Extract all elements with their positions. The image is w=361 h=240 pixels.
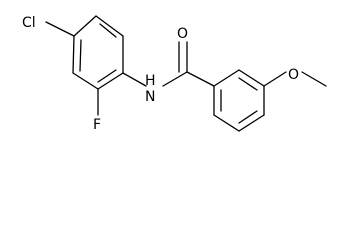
chlorine-bond: [45, 21, 75, 37]
ring-bond: [213, 69, 240, 87]
ring-bond: [72, 72, 99, 90]
amide-hydrogen-label: H: [145, 73, 156, 89]
ring-double-bond: [238, 110, 258, 124]
molecule-structure: Cl F N H O O: [22, 15, 327, 133]
structure-canvas: Cl F N H O O: [22, 15, 327, 133]
carbonyl-oxygen-label: O: [177, 26, 188, 42]
methoxy-oxygen-label: O: [288, 67, 299, 83]
nitrogen-carbonyl-bond: [162, 71, 188, 87]
amide-nitrogen-label: N: [145, 89, 155, 105]
chlorofluorophenyl-ring: [72, 15, 124, 90]
carbonyl-ring-bond: [186, 71, 215, 87]
ring-bond: [97, 72, 124, 90]
ring-bond: [95, 15, 124, 37]
ring-bond: [73, 15, 97, 37]
ring-double-bond: [99, 23, 117, 38]
nitrogen-ring-bond: [122, 72, 147, 87]
methoxyphenyl-ring: [213, 69, 265, 132]
ring-bond: [238, 114, 265, 132]
ring-bond: [238, 69, 265, 87]
ring-double-bond: [79, 39, 82, 72]
chlorine-label: Cl: [22, 15, 36, 31]
ring-double-bond: [97, 69, 117, 83]
ring-bond: [213, 114, 240, 132]
fluorine-label: F: [93, 117, 101, 133]
methyl-bond: [301, 71, 327, 87]
ring-bond: [72, 35, 75, 74]
methoxy-oxygen-bond: [263, 71, 287, 87]
ring-double-bond: [238, 77, 258, 91]
